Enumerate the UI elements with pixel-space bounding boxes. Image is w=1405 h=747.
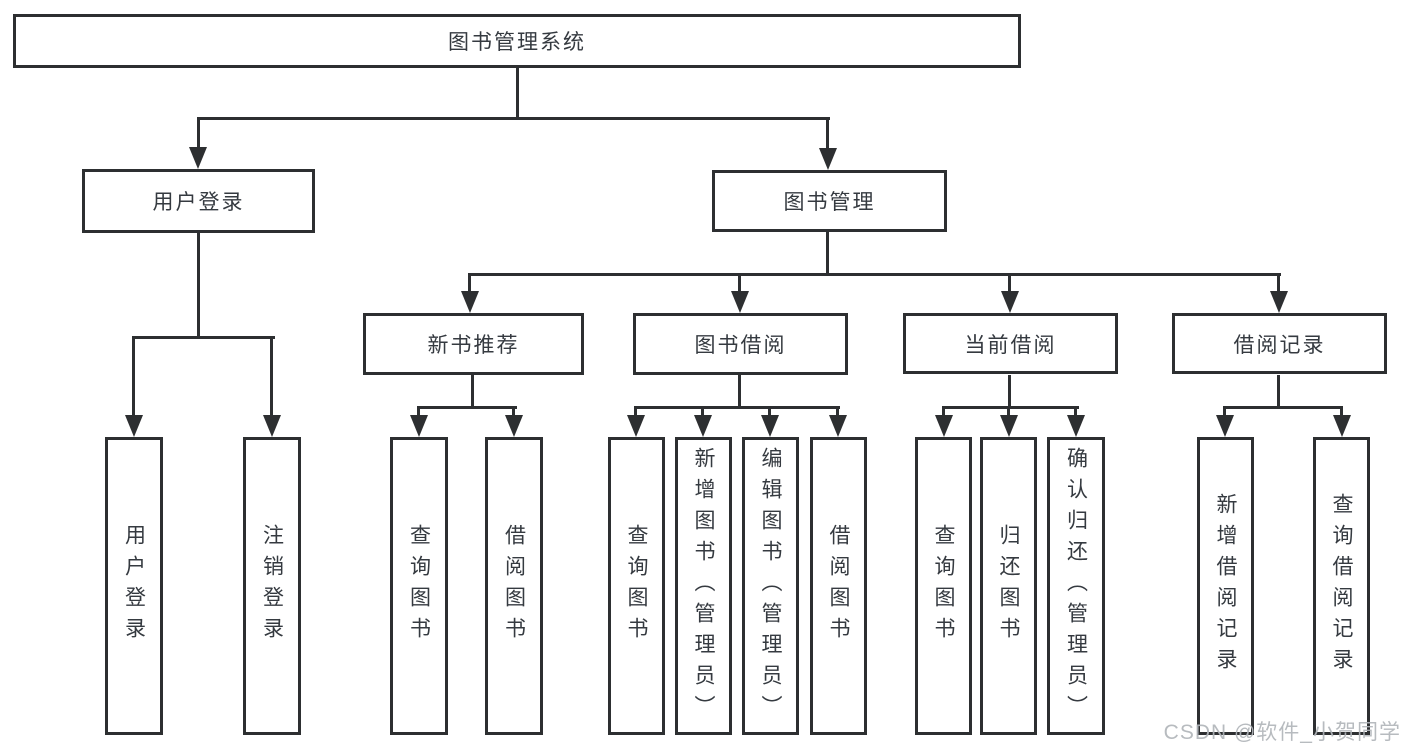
arrowhead-down	[731, 291, 749, 313]
arrowhead-down	[1333, 415, 1351, 437]
arrowhead-down	[829, 415, 847, 437]
connector-line	[768, 406, 771, 417]
node-cb-query-books: 查询图书	[915, 437, 972, 735]
arrowhead-down	[819, 148, 837, 170]
connector-line	[471, 375, 474, 409]
connector-line	[1008, 375, 1011, 409]
node-nbr-query-books: 查询图书	[390, 437, 448, 735]
node-bb-edit-books-admin: 编辑图书（管理员）	[742, 437, 799, 735]
connector-line	[1008, 273, 1011, 293]
connector-line	[197, 117, 830, 120]
connector-line	[942, 406, 945, 417]
connector-line	[1277, 375, 1280, 409]
arrowhead-down	[125, 415, 143, 437]
connector-line	[468, 273, 471, 293]
arrowhead-down	[627, 415, 645, 437]
connector-line	[1007, 406, 1010, 417]
arrowhead-down	[461, 291, 479, 313]
connector-line	[512, 406, 515, 417]
connector-line	[1074, 406, 1077, 417]
connector-line	[1340, 406, 1343, 417]
node-cb-return-books: 归还图书	[980, 437, 1037, 735]
connector-line	[826, 232, 829, 276]
node-new-book-rec: 新书推荐	[363, 313, 584, 375]
connector-line	[417, 406, 420, 417]
connector-line	[634, 406, 637, 417]
arrowhead-down	[1216, 415, 1234, 437]
connector-line	[132, 336, 275, 339]
node-ul-user-login: 用户登录	[105, 437, 163, 735]
connector-line	[1277, 273, 1280, 293]
connector-line	[1223, 406, 1226, 417]
connector-line	[942, 406, 1079, 409]
arrowhead-down	[1067, 415, 1085, 437]
node-cb-confirm-return-admin: 确认归还（管理员）	[1047, 437, 1105, 735]
node-br-add-record: 新增借阅记录	[1197, 437, 1254, 735]
connector-line	[738, 273, 741, 293]
connector-line	[197, 117, 200, 148]
node-bb-borrow-books: 借阅图书	[810, 437, 867, 735]
arrowhead-down	[1000, 415, 1018, 437]
watermark: CSDN @软件_小贺同学	[1163, 721, 1401, 744]
arrowhead-down	[694, 415, 712, 437]
node-root: 图书管理系统	[13, 14, 1021, 68]
connector-line	[826, 117, 829, 149]
arrowhead-down	[410, 415, 428, 437]
connector-line	[1223, 406, 1343, 409]
connector-line	[468, 273, 1281, 276]
arrowhead-down	[1270, 291, 1288, 313]
connector-line	[701, 406, 704, 417]
node-ul-logout: 注销登录	[243, 437, 301, 735]
connector-line	[516, 68, 519, 118]
connector-line	[417, 406, 517, 409]
node-borrow-records: 借阅记录	[1172, 313, 1387, 374]
connector-line	[634, 406, 840, 409]
connector-line	[270, 336, 273, 416]
arrowhead-down	[935, 415, 953, 437]
arrowhead-down	[189, 147, 207, 169]
node-book-mgmt: 图书管理	[712, 170, 947, 232]
node-br-query-record: 查询借阅记录	[1313, 437, 1370, 735]
arrowhead-down	[1001, 291, 1019, 313]
node-bb-query-books: 查询图书	[608, 437, 665, 735]
connector-line	[132, 336, 135, 416]
connector-line	[197, 233, 200, 339]
arrowhead-down	[263, 415, 281, 437]
node-user-login: 用户登录	[82, 169, 315, 233]
connector-line	[836, 406, 839, 417]
node-bb-add-books-admin: 新增图书（管理员）	[675, 437, 732, 735]
node-current-borrow: 当前借阅	[903, 313, 1118, 374]
node-nbr-borrow-books: 借阅图书	[485, 437, 543, 735]
arrowhead-down	[761, 415, 779, 437]
arrowhead-down	[505, 415, 523, 437]
node-book-borrow: 图书借阅	[633, 313, 848, 375]
connector-line	[738, 375, 741, 409]
